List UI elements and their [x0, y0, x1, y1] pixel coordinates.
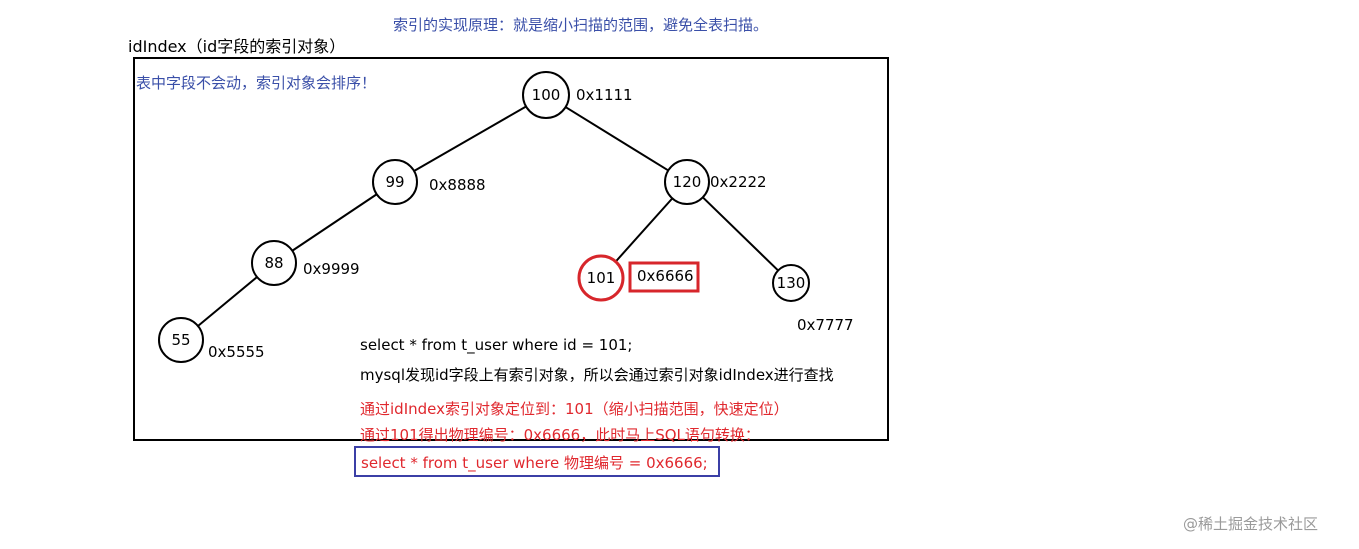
tree-node-address-99: 0x8888 [429, 176, 486, 194]
tree-node-label-120: 120 [673, 173, 702, 191]
highlight-address-box [628, 261, 700, 293]
tree-node-label-130: 130 [777, 274, 806, 292]
tree-node-88 [251, 240, 297, 286]
tree-node-101 [577, 254, 625, 302]
tree-node-label-99: 99 [385, 173, 404, 191]
principle-title: 索引的实现原理：就是缩小扫描的范围，避免全表扫描。 [393, 16, 769, 34]
tree-node-label-101: 101 [587, 269, 616, 287]
tree-node-address-130: 0x7777 [797, 316, 854, 334]
tree-node-label-55: 55 [171, 331, 190, 349]
tree-edge-n120-n101 [614, 197, 674, 263]
tree-node-100 [522, 71, 570, 119]
mysql-lookup-note: mysql发现id字段上有索引对象，所以会通过索引对象idIndex进行查找 [360, 366, 834, 384]
tree-node-99 [372, 159, 418, 205]
tree-node-55 [158, 317, 204, 363]
index-title: idIndex（id字段的索引对象） [128, 37, 346, 56]
tree-node-label-88: 88 [264, 254, 283, 272]
tree-node-address-101: 0x6666 [637, 267, 694, 285]
tree-node-address-55: 0x5555 [208, 343, 265, 361]
index-frame [133, 57, 889, 441]
tree-node-address-120: 0x2222 [710, 173, 767, 191]
tree-node-130 [772, 264, 810, 302]
sql-query: select * from t_user where id = 101; [360, 336, 633, 354]
physical-id-note: 通过101得出物理编号：0x6666，此时马上SQL语句转换： [360, 426, 760, 444]
locate-note: 通过idIndex索引对象定位到：101（缩小扫描范围，快速定位） [360, 400, 789, 418]
tree-node-address-88: 0x9999 [303, 260, 360, 278]
sort-note: 表中字段不会动，索引对象会排序！ [136, 74, 377, 92]
tree-edge-n100-n99 [413, 105, 527, 172]
watermark: @稀土掘金技术社区 [1183, 515, 1319, 533]
tree-edge-n100-n120 [565, 106, 669, 172]
tree-node-label-100: 100 [532, 86, 561, 104]
tree-edge-n120-n130 [702, 196, 779, 272]
converted-sql: select * from t_user where 物理编号 = 0x6666… [361, 454, 708, 472]
converted-sql-box: select * from t_user where 物理编号 = 0x6666… [354, 446, 720, 477]
tree-edge-n88-n55 [197, 276, 258, 327]
tree-node-address-100: 0x1111 [576, 86, 633, 104]
tree-node-120 [664, 159, 710, 205]
tree-edge-n99-n88 [291, 193, 378, 252]
